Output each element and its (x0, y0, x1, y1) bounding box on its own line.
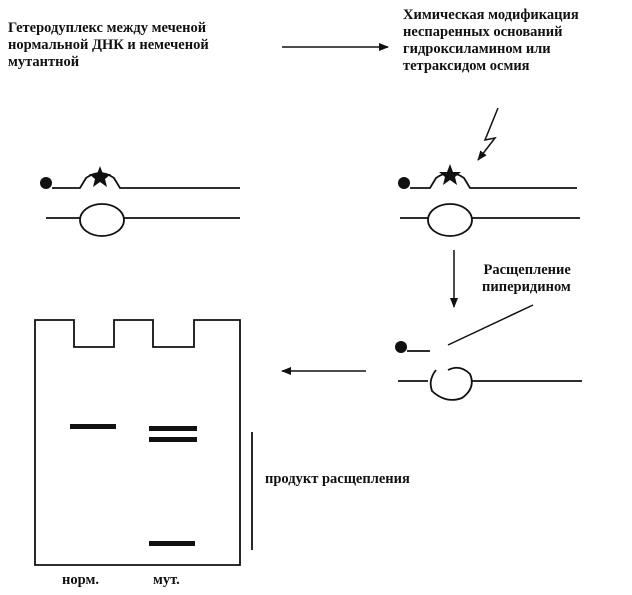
piperidine-pointer-line (447, 304, 534, 346)
label-dot-icon (398, 177, 410, 189)
cleaved-duplex (395, 341, 582, 401)
gel (34, 319, 241, 566)
gel-band-mutant-1 (149, 426, 197, 431)
lane-mutant-label: мут. (153, 572, 180, 588)
piperidine-cleavage-label-line-1: Расщепление (483, 262, 571, 278)
chemical-modification-label-line-1: Химическая модификация (403, 7, 579, 23)
mismatch-bubble-right (427, 203, 473, 237)
chemical-modification-label: Химическая модификация неспаренных основ… (403, 7, 579, 75)
heteroduplex-right (398, 164, 580, 237)
lane-normal-label: норм. (62, 572, 99, 588)
lightning-bolt-icon (477, 107, 499, 161)
cleaved-bubble (429, 366, 473, 401)
heteroduplex-label-line-3: мутантной (8, 54, 80, 70)
gel-outline (34, 319, 241, 566)
cleavage-product-label: продукт расщепления (265, 471, 410, 487)
label-dot-icon (40, 177, 52, 189)
gel-band-mutant-product (149, 541, 195, 546)
heteroduplex-label-line-2: нормальной ДНК и немеченой (8, 37, 209, 53)
chemical-modification-label-line-3: гидроксиламином или (403, 41, 551, 57)
piperidine-cleavage-label: Расщепление пиперидином (482, 262, 571, 296)
heteroduplex-left (40, 166, 240, 237)
heteroduplex-label-line-1: Гетеродуплекс между меченой (8, 20, 207, 36)
top-strand-right (410, 172, 577, 189)
heteroduplex-label: Гетеродуплекс между меченой нормальной Д… (8, 20, 209, 71)
star-icon (89, 166, 111, 187)
star-icon (439, 164, 461, 185)
label-dot-icon (395, 341, 407, 353)
gel-band-normal (70, 424, 116, 429)
chemical-modification-label-line-2: неспаренных оснований (403, 24, 563, 40)
mismatch-bubble-left (79, 203, 125, 237)
gel-band-mutant-2 (149, 437, 197, 442)
chemical-modification-label-line-4: тетраксидом осмия (403, 58, 530, 74)
piperidine-cleavage-label-line-2: пиперидином (482, 279, 571, 295)
top-strand-left (52, 172, 240, 189)
